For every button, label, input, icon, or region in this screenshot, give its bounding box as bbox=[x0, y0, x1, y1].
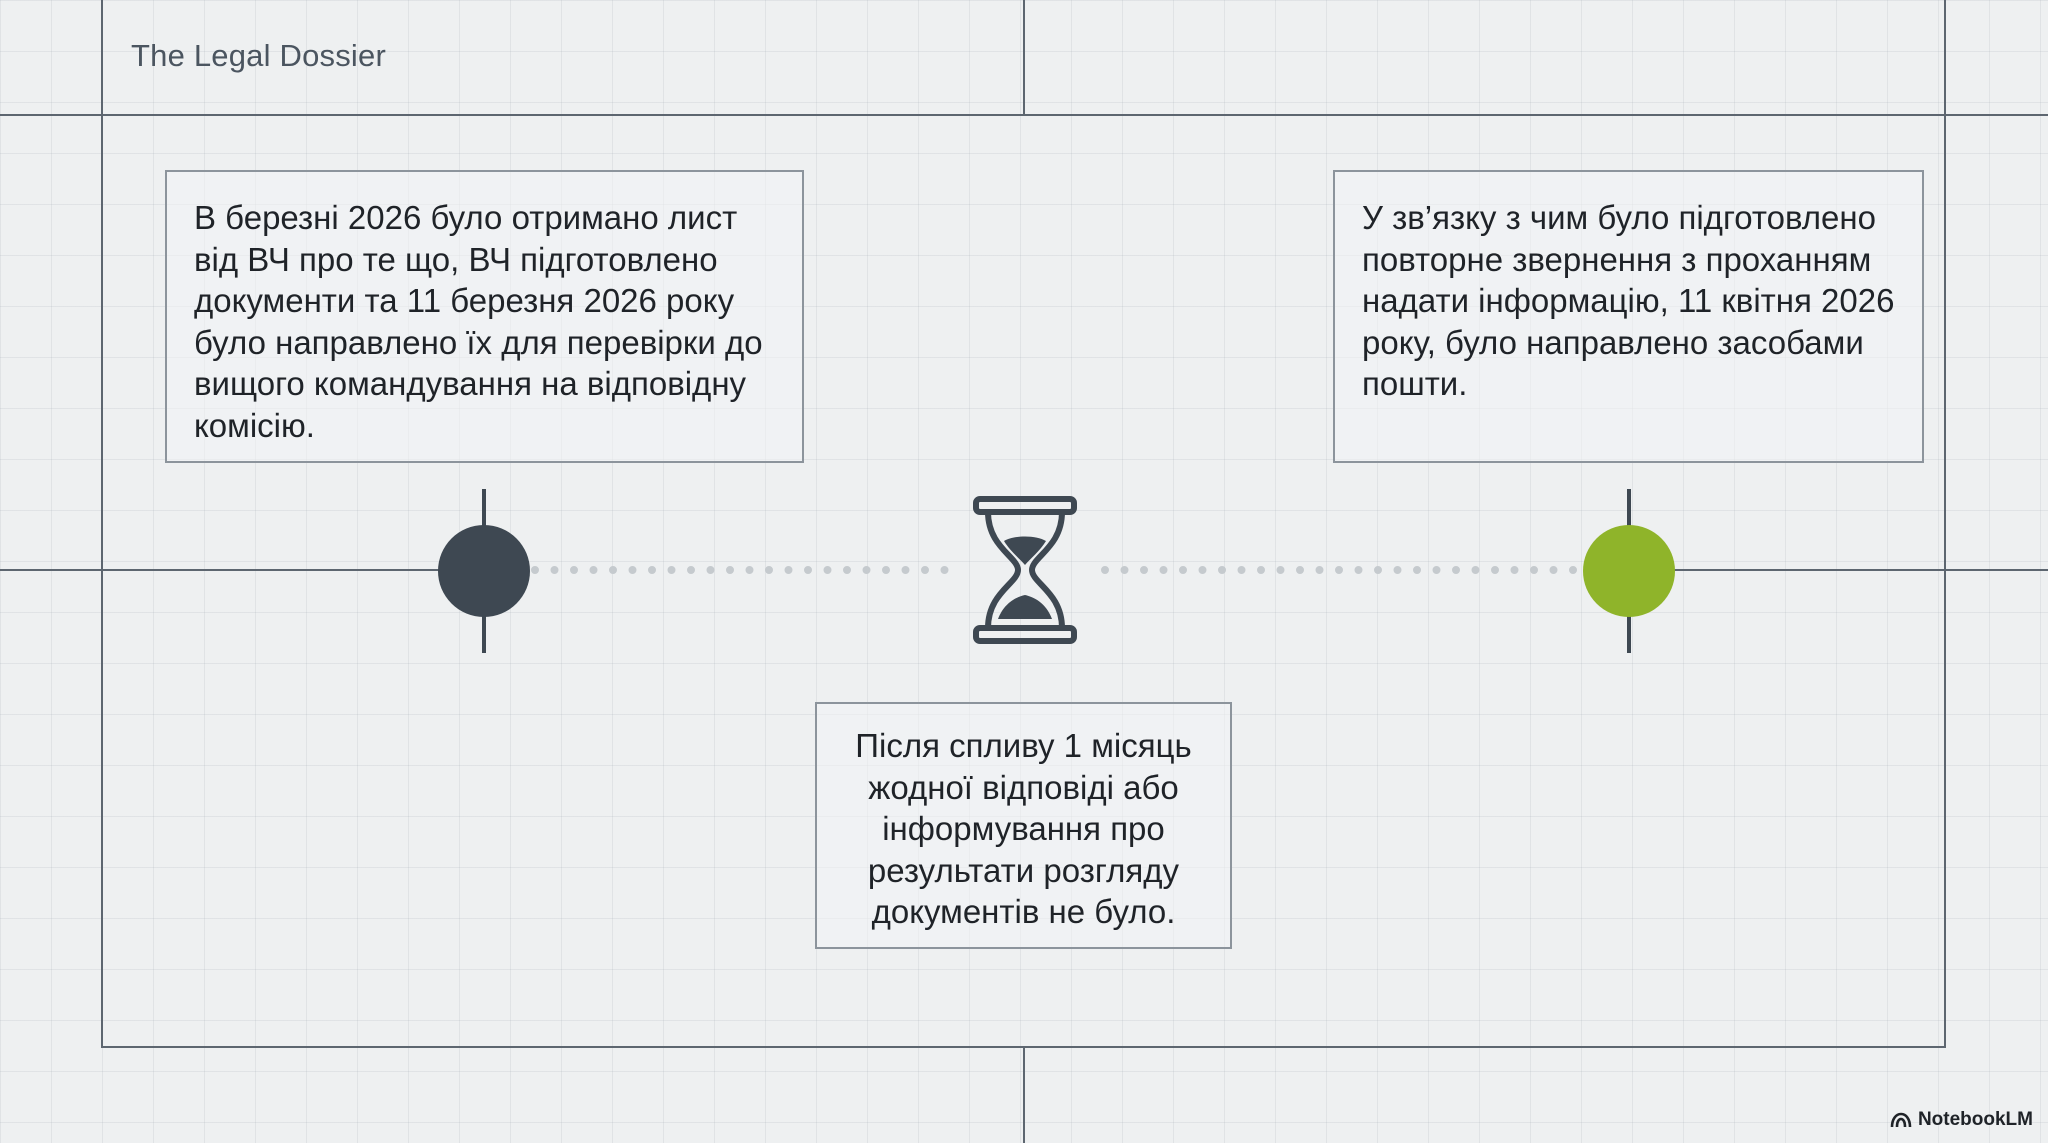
event-end-text: У зв’язку з чим було підготовлено повтор… bbox=[1362, 199, 1895, 402]
event-end-box: У зв’язку з чим було підготовлено повтор… bbox=[1333, 170, 1924, 463]
hourglass-icon bbox=[973, 496, 1077, 644]
milestone-start-dot bbox=[438, 525, 530, 617]
frame-line-center-bottom bbox=[1023, 1046, 1025, 1143]
milestone-end-dot bbox=[1583, 525, 1675, 617]
notebooklm-brand: NotebookLM bbox=[1890, 1109, 2033, 1131]
event-start-box: В березні 2026 було отримано лист від ВЧ… bbox=[165, 170, 804, 463]
timeline-line-right bbox=[1672, 569, 2048, 571]
notebooklm-logo-icon bbox=[1890, 1112, 1912, 1128]
event-start-text: В березні 2026 було отримано лист від ВЧ… bbox=[194, 199, 763, 444]
waiting-period-text: Після спливу 1 місяць жодної відповіді а… bbox=[855, 727, 1192, 930]
frame-line-top bbox=[0, 114, 2048, 116]
waiting-period-box: Після спливу 1 місяць жодної відповіді а… bbox=[815, 702, 1232, 949]
footer-brand-label: NotebookLM bbox=[1917, 1109, 2033, 1130]
frame-line-right bbox=[1944, 0, 1946, 1048]
frame-line-center-top bbox=[1023, 0, 1025, 114]
page-title: The Legal Dossier bbox=[131, 38, 386, 73]
timeline-line-left bbox=[0, 569, 440, 571]
frame-line-left bbox=[101, 0, 103, 1048]
